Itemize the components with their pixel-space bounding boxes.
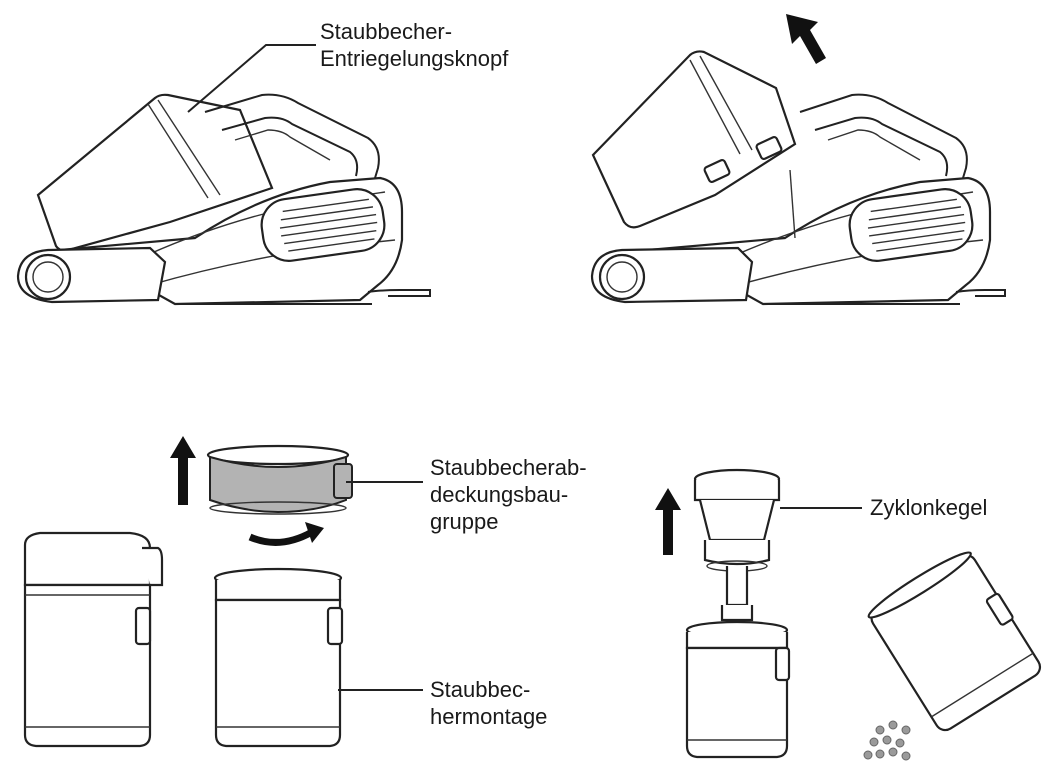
emptying-cup bbox=[867, 551, 1042, 732]
dust-cup-closed bbox=[23, 531, 164, 748]
cover-assembly-label-line-2: deckungsbau- bbox=[430, 482, 569, 507]
lift-arrow-cover bbox=[170, 436, 196, 505]
cover-assembly-label-line-1: Staubbecherab- bbox=[430, 455, 587, 480]
vacuum-assembled bbox=[16, 93, 431, 306]
cup-assembly-label-line-2: hermontage bbox=[430, 704, 548, 729]
cover-assembly-label: Staubbecherab- deckungsbau- gruppe bbox=[430, 454, 587, 535]
release-button-leader bbox=[187, 44, 316, 113]
dust-cup-open bbox=[213, 567, 344, 748]
cup-assembly-label-line-1: Staubbec- bbox=[430, 677, 531, 702]
release-button-label-line-1: Staubbecher- bbox=[320, 19, 453, 44]
cyclone-cone bbox=[693, 468, 781, 622]
vacuum-cup-removed bbox=[590, 50, 1006, 306]
cyclone-cone-label: Zyklonkegel bbox=[870, 494, 987, 521]
cup-body-base bbox=[685, 620, 791, 759]
cover-assembly-label-line-3: gruppe bbox=[430, 509, 499, 534]
rotate-arrow bbox=[248, 522, 324, 546]
debris-particles bbox=[863, 720, 911, 761]
cup-assembly-label: Staubbec- hermontage bbox=[430, 676, 547, 730]
lift-arrow-diagonal bbox=[786, 14, 826, 64]
release-button-label: Staubbecher- Entriegelungsknopf bbox=[320, 18, 508, 72]
release-button-label-line-2: Entriegelungsknopf bbox=[320, 46, 509, 71]
cover-assembly bbox=[206, 444, 353, 515]
lift-arrow-cone bbox=[655, 488, 681, 555]
removed-dust-cup bbox=[591, 50, 797, 229]
cyclone-cone-label-line-1: Zyklonkegel bbox=[870, 495, 988, 520]
vacuum-cord bbox=[367, 289, 431, 297]
vacuum-handle bbox=[204, 93, 380, 189]
